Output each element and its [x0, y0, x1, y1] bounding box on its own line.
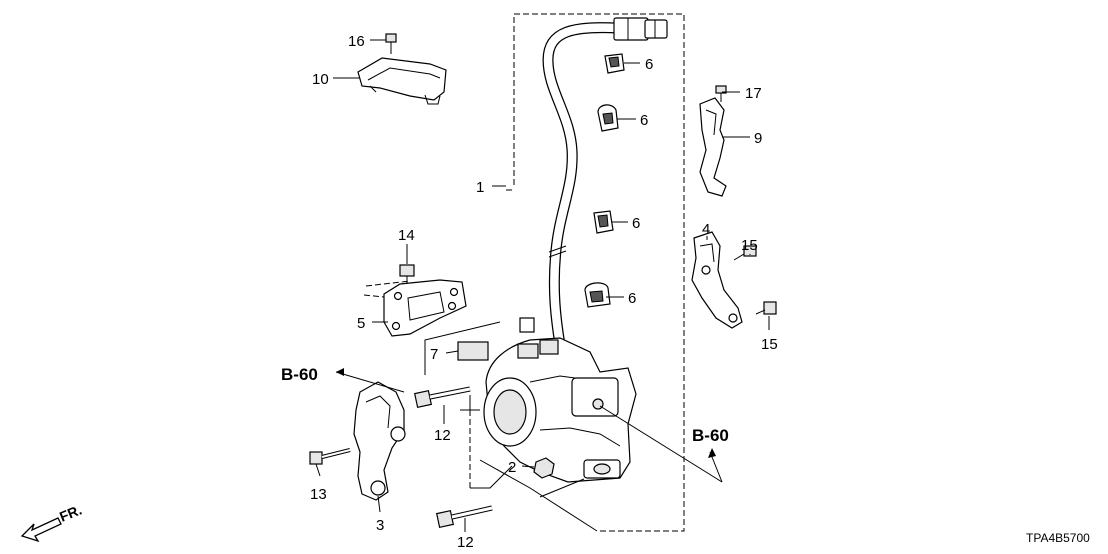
callout-1: 1	[476, 179, 484, 196]
front-label: FR.	[57, 501, 84, 524]
bracket-part-4	[691, 231, 743, 329]
clip-part-6c	[593, 210, 614, 234]
callout-6a: 6	[645, 56, 653, 73]
reference-label-left: B-60	[281, 365, 318, 384]
bolt-part-12-lower	[435, 505, 493, 529]
front-arrow-icon	[20, 517, 62, 543]
callout-15a: 15	[741, 237, 758, 254]
callout-3: 3	[376, 517, 384, 534]
bolt-part-15a	[733, 245, 757, 261]
plate-part-5	[363, 279, 467, 337]
hose-part-1	[542, 17, 668, 351]
clip-part-6a	[604, 53, 625, 74]
callout-10: 10	[312, 71, 329, 88]
callout-14: 14	[398, 227, 415, 244]
diagram-code: TPA4B5700	[1026, 531, 1090, 545]
callout-13: 13	[310, 486, 327, 503]
callout-12a: 12	[434, 427, 451, 444]
callout-7: 7	[430, 346, 438, 363]
label-part-7	[424, 321, 501, 375]
bolt-part-16	[385, 33, 397, 54]
callout-17: 17	[745, 85, 762, 102]
clip-part-6d	[584, 282, 611, 308]
bolt-part-13	[309, 448, 351, 465]
callout-9: 9	[754, 130, 762, 147]
callout-6b: 6	[640, 112, 648, 129]
bolt-part-15b	[755, 301, 777, 315]
bolt-part-17	[715, 85, 727, 102]
callout-6d: 6	[628, 290, 636, 307]
compressor-body	[483, 317, 637, 483]
clip-part-6b	[597, 104, 619, 132]
bracket-part-9	[699, 97, 727, 197]
leader-lines	[315, 39, 770, 532]
callout-2: 2	[508, 459, 516, 476]
callout-12b: 12	[457, 534, 474, 551]
bracket-part-3	[353, 381, 406, 501]
callout-15b: 15	[761, 336, 778, 353]
reference-label-right: B-60	[692, 426, 729, 445]
bolt-part-14	[399, 264, 415, 284]
callout-6c: 6	[632, 215, 640, 232]
callout-16: 16	[348, 33, 365, 50]
bolt-part-12-upper	[413, 386, 471, 409]
front-direction-indicator: FR.	[20, 501, 84, 543]
callout-5: 5	[357, 315, 365, 332]
bracket-part-10	[357, 57, 447, 105]
callout-4: 4	[702, 221, 710, 238]
nut-part-2	[533, 457, 555, 479]
arrow-heads	[336, 368, 716, 458]
callout-numbers: 1 2 3 4 5 6 6 6 6 7 9 10 12 12 13 14 15 …	[310, 33, 778, 551]
